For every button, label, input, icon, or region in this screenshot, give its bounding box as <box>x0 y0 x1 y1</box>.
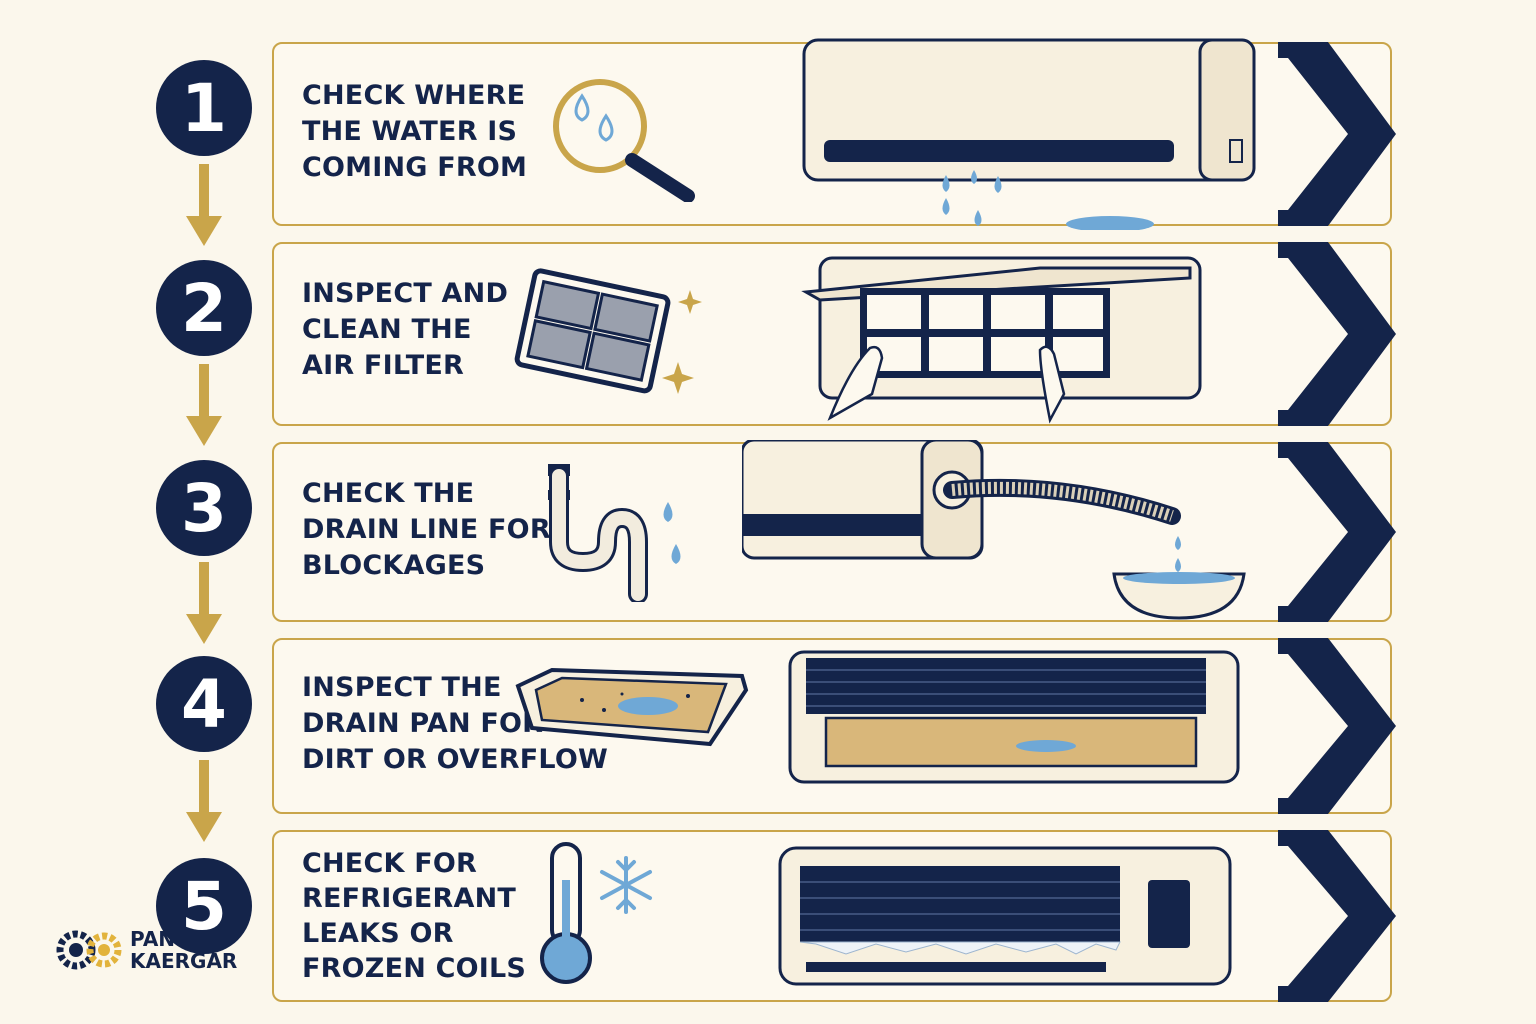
thermometer-snowflake-icon <box>540 842 652 984</box>
air-filter-icon <box>514 268 702 394</box>
arrow-down-icon <box>186 364 222 446</box>
step-4-label: INSPECT THE DRAIN PAN FOR DIRT OR OVERFL… <box>302 672 608 775</box>
chevron-right-icon <box>1278 442 1396 622</box>
step-3-label: CHECK THE DRAIN LINE FOR BLOCKAGES <box>302 478 551 581</box>
brand-logo: PAN KAERGAR <box>56 924 237 976</box>
step-1-number: 1 <box>156 60 252 156</box>
step-5-label: CHECK FOR REFRIGERANT LEAKS OR FROZEN CO… <box>302 848 527 984</box>
ac-filter-removal-illustration <box>801 256 1202 424</box>
drain-line-illustration <box>742 440 1246 620</box>
step-4-number: 4 <box>156 656 252 752</box>
chevron-right-icon <box>1278 830 1396 1002</box>
ac-unit-dripping-illustration <box>802 38 1256 230</box>
step-2-number: 2 <box>156 260 252 356</box>
drain-pan-icon <box>515 667 749 747</box>
arrow-down-icon <box>186 760 222 842</box>
arrow-down-icon <box>186 562 222 644</box>
arrow-down-icon <box>186 164 222 246</box>
ac-drain-pan-illustration <box>788 650 1240 784</box>
brand-name-line2: KAERGAR <box>130 949 238 973</box>
chevron-right-icon <box>1278 42 1396 226</box>
drain-pipe-icon <box>548 464 681 602</box>
step-1-label: CHECK WHERE THE WATER IS COMING FROM <box>302 80 528 183</box>
chevron-right-icon <box>1278 638 1396 814</box>
step-3-number: 3 <box>156 460 252 556</box>
gears-icon <box>56 930 122 970</box>
step-5-number: 5 <box>156 858 252 954</box>
chevron-right-icon <box>1278 242 1396 426</box>
magnifier-water-drops-icon <box>553 79 695 202</box>
step-2-label: INSPECT AND CLEAN THE AIR FILTER <box>302 278 509 381</box>
brand-name-line1: PAN <box>130 927 176 951</box>
ac-frozen-coils-illustration <box>778 846 1232 986</box>
